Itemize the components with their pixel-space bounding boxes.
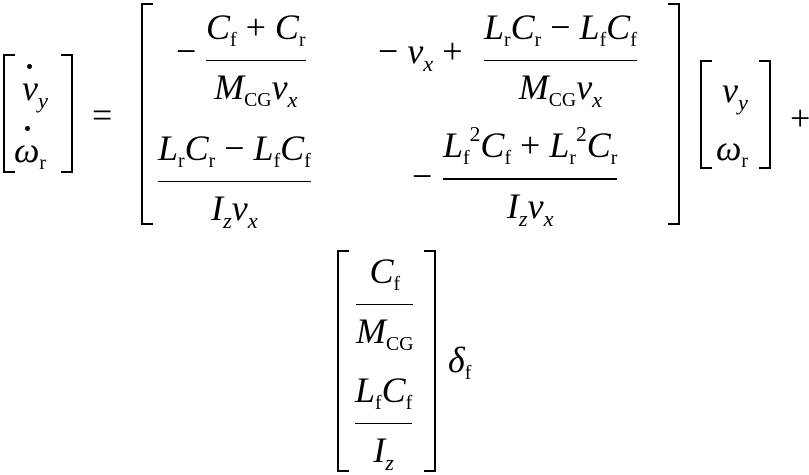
a22-sign: − bbox=[412, 156, 433, 196]
matrix-b-left-bracket bbox=[337, 250, 349, 472]
a22-numerator: Lf2Cf + Lr2Cr bbox=[443, 122, 618, 170]
lhs-left-bracket bbox=[3, 54, 15, 173]
a22-fraction: Lf2Cf + Lr2Cr Izvx bbox=[443, 122, 618, 231]
state-right-bracket bbox=[759, 60, 771, 169]
plus-sign: + bbox=[790, 98, 809, 138]
matrix-a-right-bracket bbox=[668, 3, 680, 225]
lhs-vy: vy bbox=[22, 68, 48, 113]
b1-fraction: Cf MCG bbox=[356, 251, 414, 356]
lhs-right-bracket bbox=[61, 54, 73, 173]
b2-numerator: LfCf bbox=[355, 370, 413, 414]
state-vy: vy bbox=[722, 70, 748, 115]
a21-fraction-bar bbox=[158, 180, 311, 183]
a12-prefix: − vx + bbox=[378, 31, 463, 76]
equals-sign: = bbox=[92, 95, 113, 135]
b2-fraction-bar bbox=[355, 422, 413, 425]
a21-denominator: Izvx bbox=[211, 188, 258, 234]
lhs-vy-dot bbox=[27, 64, 32, 69]
delta-f: δf bbox=[448, 340, 472, 384]
a12-fraction: LrCr − LfCf MCGvx bbox=[484, 9, 637, 111]
a21-numerator: LrCr − LfCf bbox=[158, 128, 311, 172]
a22-fraction-bar bbox=[443, 177, 618, 180]
a11-denominator: MCGvx bbox=[214, 67, 298, 113]
matrix-a-left-bracket bbox=[141, 3, 153, 225]
state-omega-r: ωr bbox=[716, 128, 749, 172]
a11-sign: − bbox=[176, 31, 197, 71]
b1-fraction-bar bbox=[356, 303, 414, 306]
a12-fraction-bar bbox=[484, 59, 637, 62]
a11-fraction-bar bbox=[206, 59, 306, 62]
state-left-bracket bbox=[700, 60, 712, 169]
b2-fraction: LfCf Iz bbox=[355, 370, 413, 475]
a21-fraction: LrCr − LfCf Izvx bbox=[158, 130, 311, 232]
lhs-omega-dot bbox=[25, 126, 30, 131]
lhs-omega-r: ωr bbox=[14, 130, 47, 174]
b2-denominator: Iz bbox=[373, 430, 394, 475]
a12-denominator: MCGvx bbox=[518, 67, 603, 113]
matrix-b-right-bracket bbox=[424, 250, 436, 472]
a22-denominator: Izvx bbox=[506, 185, 554, 231]
b1-numerator: Cf bbox=[369, 251, 401, 295]
a11-numerator: Cf + Cr bbox=[206, 7, 306, 51]
a12-numerator: LrCr − LfCf bbox=[484, 7, 637, 51]
b1-denominator: MCG bbox=[356, 311, 414, 356]
a11-fraction: Cf + Cr MCGvx bbox=[206, 9, 306, 111]
